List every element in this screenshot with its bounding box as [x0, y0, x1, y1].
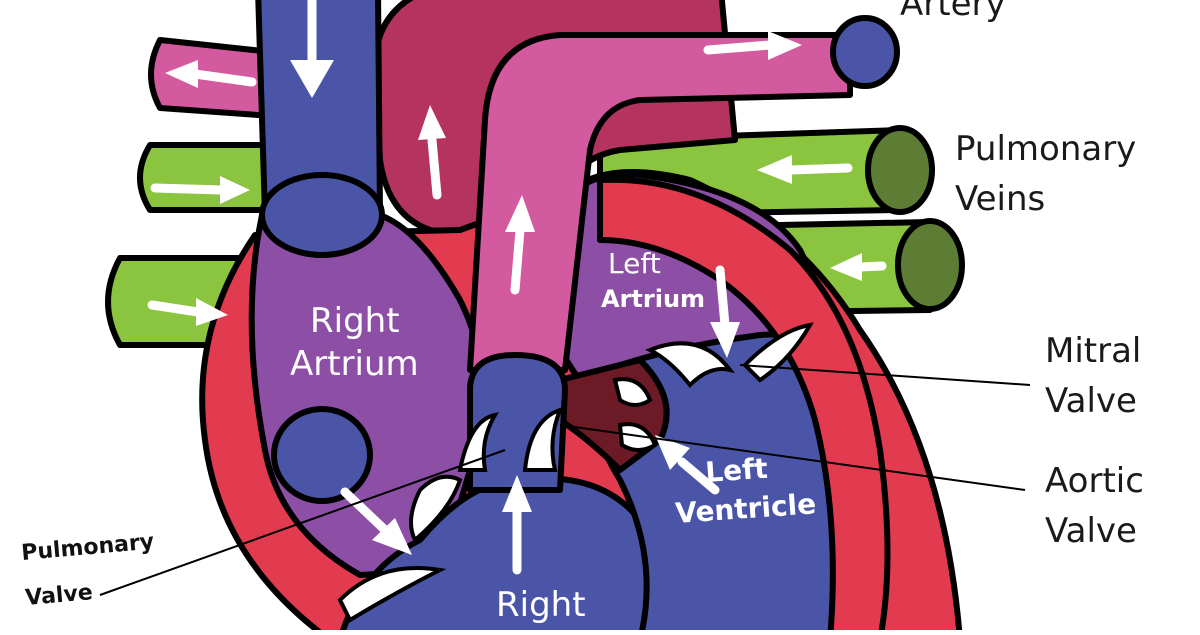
arrow-green-left-bottom — [147, 300, 203, 317]
arrow-green-right-bottom-head — [830, 253, 862, 281]
pointer-lines — [99, 364, 1031, 596]
arrow-pink-left-head — [165, 60, 198, 88]
arrow-right-atrium-head — [372, 518, 412, 555]
tricuspid-flap-lower — [337, 566, 447, 623]
aortic-valve-flap-1 — [612, 377, 653, 407]
label-left-atrium-1: Left — [608, 247, 661, 280]
arrow-pulmonary-artery-head — [768, 31, 802, 60]
arrow-green-left-top — [150, 183, 227, 195]
arrow-right-ventricle-head — [502, 475, 532, 512]
label-right-atrium-1: Right — [310, 301, 400, 341]
left-heart-wall-inner — [597, 176, 891, 635]
green-vein-right-bottom-opening — [895, 218, 965, 312]
label-mitral-valve-2: Valve — [1045, 381, 1137, 421]
pulmonary-valve-flap-right — [522, 406, 564, 472]
arrow-left-ventricle — [677, 457, 720, 495]
arrow-aorta — [427, 135, 442, 200]
arrow-pink-left — [190, 69, 257, 87]
pulmonary-artery-opening — [830, 15, 900, 89]
label-pulmonary-valve-2: Valve — [24, 580, 93, 611]
arrow-right-atrium — [340, 487, 390, 535]
label-pulmonary-valve-1: Pulmonary — [20, 529, 155, 566]
arrow-aorta-head — [418, 105, 446, 140]
vena-cava-opening — [259, 172, 385, 258]
mitral-valve-flap-left — [645, 341, 735, 388]
arrow-green-left-top-head — [220, 176, 250, 204]
arrow-pulmonary-artery — [703, 40, 775, 55]
inferior-vena-cava-opening — [271, 406, 373, 504]
green-vein-right-top-opening — [865, 125, 935, 215]
arrow-green-right-bottom — [855, 261, 887, 272]
label-left-ventricle-1: Left — [704, 452, 769, 489]
tricuspid-flap — [409, 474, 463, 544]
label-artery: Artery — [900, 0, 1006, 24]
label-pulmonary-veins-2: Veins — [955, 179, 1045, 219]
label-pulmonary-veins-1: Pulmonary — [955, 129, 1136, 169]
label-right-ventricle: Right — [496, 585, 586, 625]
aortic-valve-flap-2 — [617, 422, 658, 452]
label-aortic-valve-2: Valve — [1045, 511, 1137, 551]
arrow-pulmonary-trunk — [510, 225, 525, 295]
arrow-green-left-bottom-head — [196, 298, 228, 326]
label-mitral-valve-1: Mitral — [1045, 331, 1141, 371]
arrow-vena-cava-head — [290, 60, 334, 98]
label-right-atrium-2: Artrium — [290, 344, 419, 384]
arrow-green-right-top — [785, 163, 853, 175]
arrow-pulmonary-trunk-head — [505, 195, 535, 232]
arrow-left-atrium — [715, 265, 730, 330]
pulmonary-valve-pointer — [99, 449, 506, 596]
aortic-valve-pointer — [559, 424, 1026, 491]
label-aortic-valve-1: Aortic — [1045, 461, 1144, 501]
arrow-green-right-top-head — [757, 155, 792, 184]
flow-arrows — [147, 0, 887, 575]
label-left-atrium-2: Artrium — [601, 285, 705, 313]
arrow-left-atrium-head — [710, 322, 740, 358]
arrow-left-ventricle-head — [655, 435, 690, 470]
mitral-valve-pointer — [739, 364, 1031, 386]
